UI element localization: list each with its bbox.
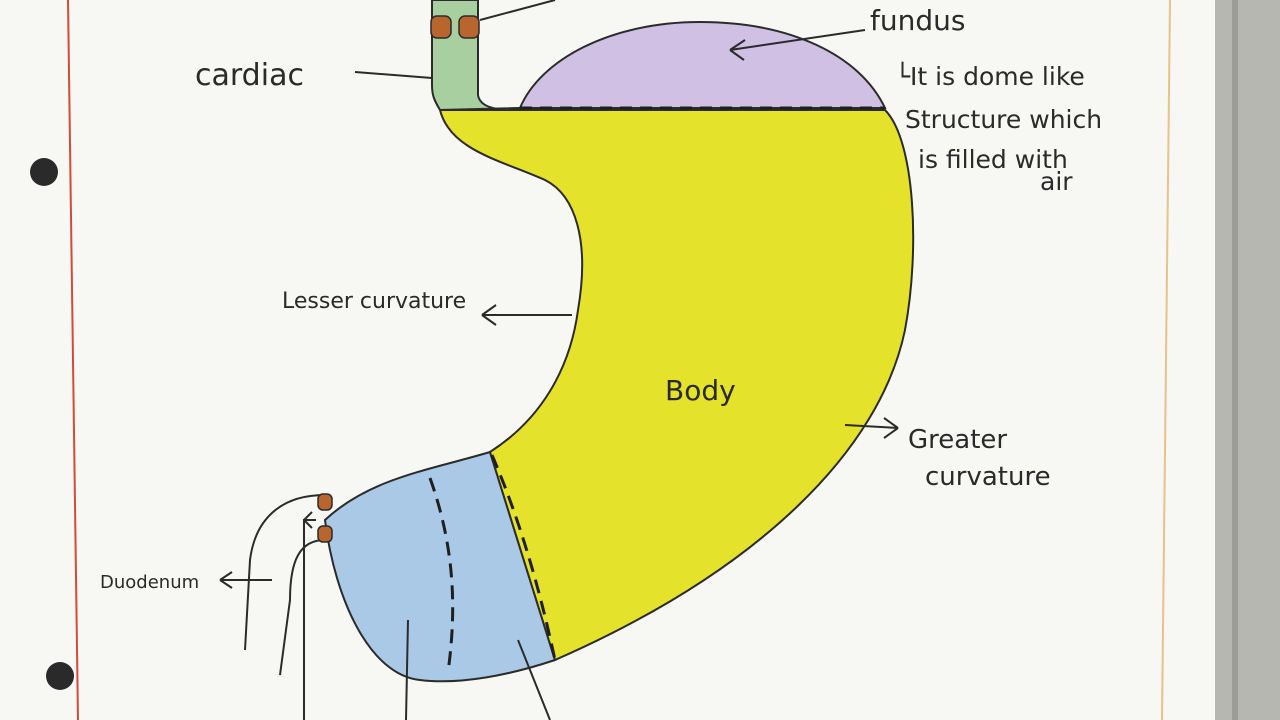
pyloric-dashed-line-2 <box>490 454 557 661</box>
fundus-region <box>518 20 887 109</box>
pyloric-sphincter-bottom <box>317 525 333 543</box>
cardiac-pointer <box>354 71 433 79</box>
lesser-curvature-arrow <box>481 304 572 326</box>
fundus-arrow <box>729 29 866 61</box>
cardiac-sphincter-right <box>458 15 480 39</box>
label-cardiac: cardiac <box>195 58 304 93</box>
punch-hole-top <box>30 158 58 186</box>
body-region <box>438 109 915 662</box>
fundus-note-line-3: is filled with <box>918 145 1068 174</box>
label-greater-curvature-line-2: curvature <box>925 462 1051 492</box>
pyloric-canal-pointer <box>517 639 551 720</box>
right-margin-line <box>1161 0 1171 720</box>
punch-hole-bottom <box>46 662 74 690</box>
label-fundus: fundus <box>870 4 965 37</box>
cardiac-region <box>431 0 521 112</box>
greater-curvature-arrow <box>844 417 899 439</box>
pyloric-antrum-pointer <box>405 619 409 720</box>
fundus-note-line-2: Structure which <box>905 105 1102 134</box>
fundus-note-line-1: └It is dome like <box>895 61 1085 91</box>
cardiac-sphincter-left <box>430 15 452 39</box>
duodenum-arrow <box>219 571 272 589</box>
pyloric-sphincter-pointer <box>303 511 316 720</box>
label-duodenum: Duodenum <box>100 572 199 593</box>
pyloric-region <box>323 450 557 683</box>
label-lesser-curvature: Lesser curvature <box>282 289 466 314</box>
pyloric-sphincter-top <box>317 493 333 511</box>
binder-spine-shadow <box>1232 0 1238 720</box>
pyloric-dashed-line-1 <box>428 477 455 673</box>
label-greater-curvature-line-1: Greater <box>908 425 1007 455</box>
label-body: Body <box>665 374 736 407</box>
duodenum-outline-inner <box>279 539 326 676</box>
esophagus-pointer <box>479 0 556 21</box>
duodenum-outline-outer <box>244 494 326 651</box>
fundus-note-line-4: air <box>1040 167 1073 196</box>
margin-line <box>67 0 79 720</box>
